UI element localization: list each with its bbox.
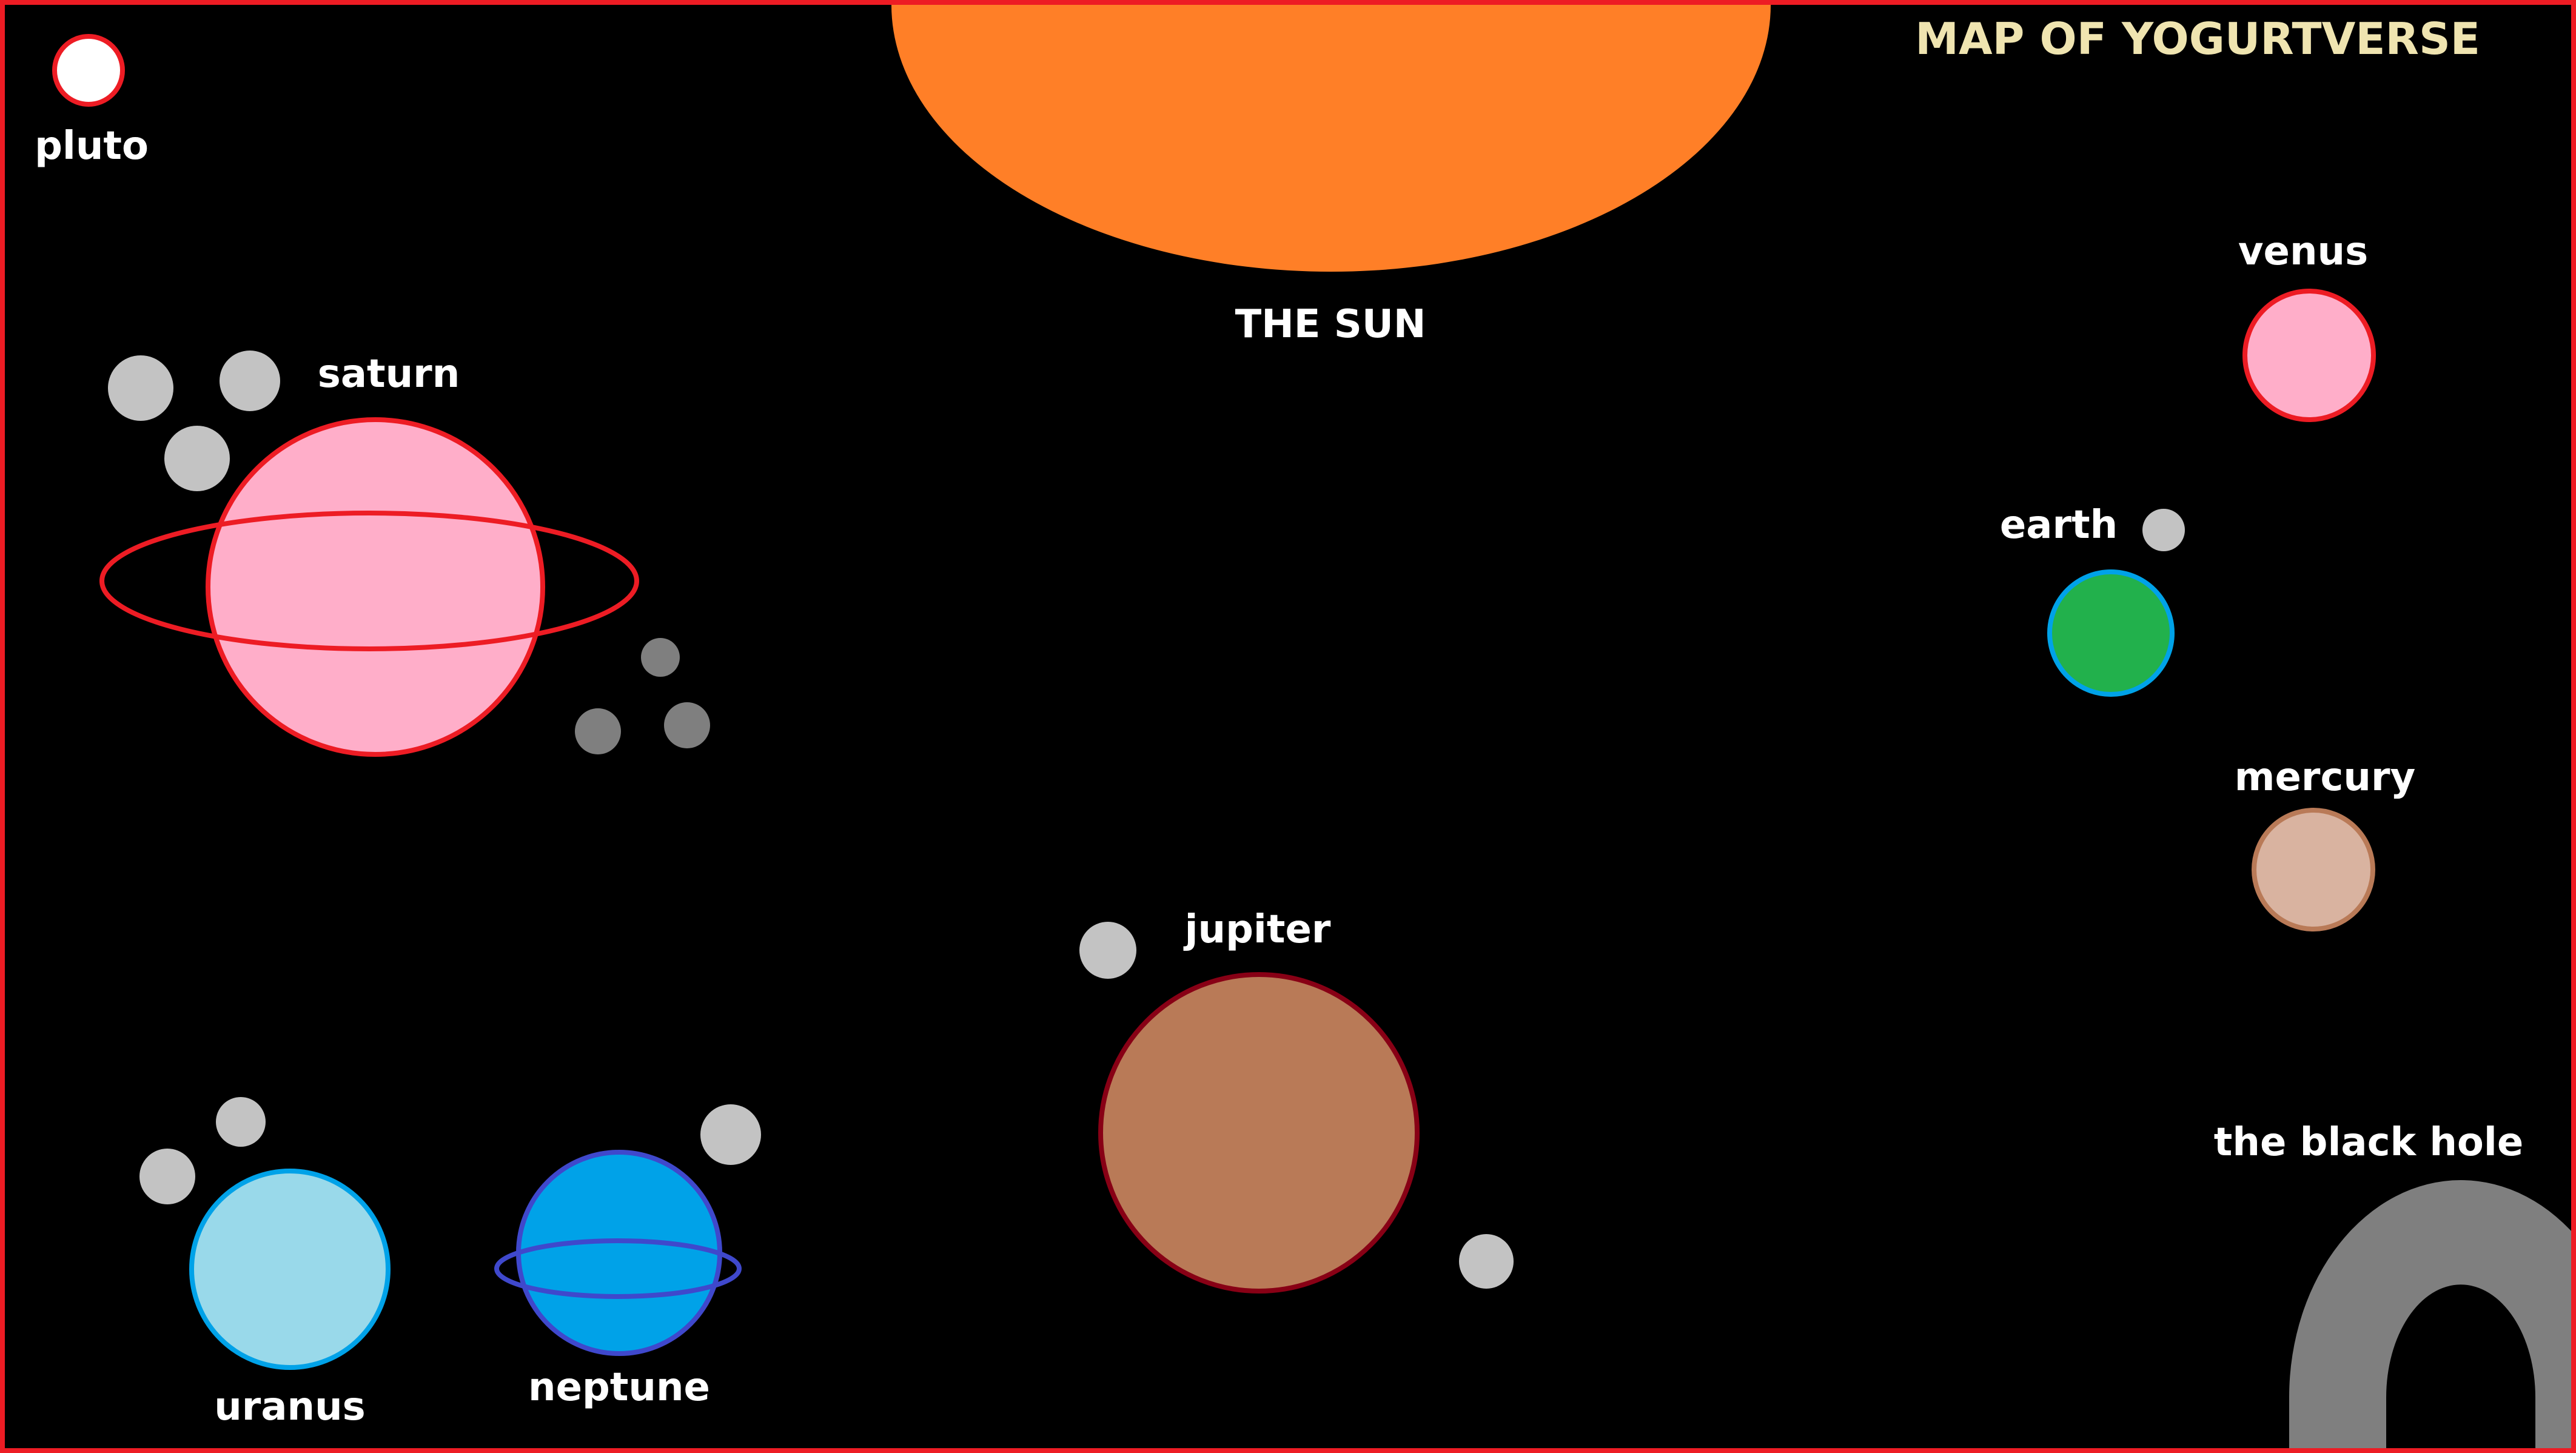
black-hole-label: the black hole	[2213, 1120, 2524, 1165]
saturn-moon	[664, 702, 710, 748]
earth-body	[2047, 569, 2175, 697]
venus-label: venus	[2238, 229, 2369, 274]
saturn-moon	[164, 426, 230, 491]
neptune-body	[516, 1150, 722, 1356]
pluto-body	[52, 34, 125, 107]
saturn-moon	[108, 355, 173, 421]
jupiter-moon	[1459, 1234, 1514, 1289]
saturn-ring	[99, 511, 639, 651]
saturn-moon	[575, 708, 621, 754]
uranus-moon	[216, 1097, 266, 1147]
neptune-label: neptune	[528, 1365, 710, 1410]
venus-body	[2242, 289, 2376, 422]
sun-body	[891, 5, 1771, 272]
uranus-moon	[139, 1149, 195, 1204]
pluto-label: pluto	[35, 124, 149, 169]
saturn-moon	[220, 351, 280, 411]
jupiter-body	[1098, 972, 1420, 1294]
uranus-label: uranus	[214, 1384, 366, 1429]
mercury-body	[2252, 808, 2375, 931]
neptune-ring	[494, 1238, 742, 1299]
black-hole-body	[2289, 1180, 2571, 1448]
neptune-moon	[700, 1104, 761, 1165]
jupiter-moon	[1079, 922, 1136, 979]
uranus-body	[189, 1169, 391, 1370]
jupiter-label: jupiter	[1184, 907, 1331, 952]
mercury-label: mercury	[2234, 755, 2416, 800]
map-drawing	[52, 5, 2571, 1448]
map-title: MAP OF YOGURTVERSE	[1915, 13, 2480, 64]
saturn-body	[206, 417, 545, 757]
earth-moon	[2142, 509, 2185, 551]
saturn-label: saturn	[317, 352, 460, 397]
earth-label: earth	[1999, 503, 2118, 548]
sun-label: THE SUN	[1235, 302, 1426, 347]
saturn-moon	[641, 638, 680, 677]
